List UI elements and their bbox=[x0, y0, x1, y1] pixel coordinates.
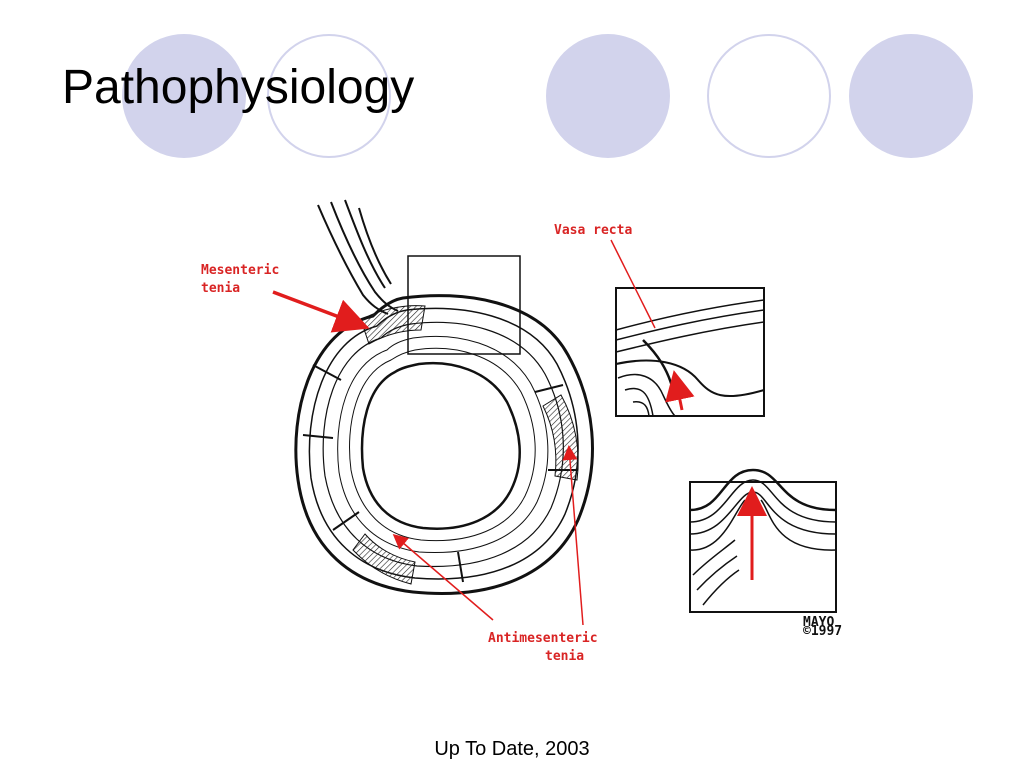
annotation-arrows bbox=[272, 239, 656, 626]
label-mesenteric-line2: tenia bbox=[201, 281, 240, 296]
colon-cross-section-figure: MAYO ©1997 Mesenteric tenia Vasa recta A… bbox=[163, 180, 853, 690]
artist-signature-line1: MAYO bbox=[803, 615, 834, 630]
label-antimesenteric-line2: tenia bbox=[545, 649, 584, 664]
inset-vasa-recta bbox=[615, 287, 765, 417]
decorative-circle-outline bbox=[707, 34, 831, 158]
inset-diverticulum: MAYO ©1997 bbox=[689, 468, 842, 639]
mesentery-vessels bbox=[317, 199, 399, 315]
label-mesenteric-line1: Mesenteric bbox=[201, 263, 279, 278]
label-antimesenteric-line1: Antimesenteric bbox=[488, 631, 598, 646]
decorative-circle-filled bbox=[849, 34, 973, 158]
colon-wall bbox=[294, 294, 594, 595]
decorative-circle-filled bbox=[546, 34, 670, 158]
label-vasa-recta: Vasa recta bbox=[554, 223, 632, 238]
zoom-box bbox=[407, 255, 521, 355]
colon-diagram: MAYO ©1997 Mesenteric tenia Vasa recta A… bbox=[201, 199, 842, 664]
slide-caption: Up To Date, 2003 bbox=[434, 738, 590, 760]
artist-signature-line2: ©1997 bbox=[803, 624, 842, 639]
slide-title: Pathophysiology bbox=[62, 61, 415, 114]
decorative-circle-filled bbox=[122, 34, 246, 158]
diagram-labels: Mesenteric tenia Vasa recta Antimesenter… bbox=[201, 223, 632, 664]
decorative-circle-outline bbox=[267, 34, 391, 158]
